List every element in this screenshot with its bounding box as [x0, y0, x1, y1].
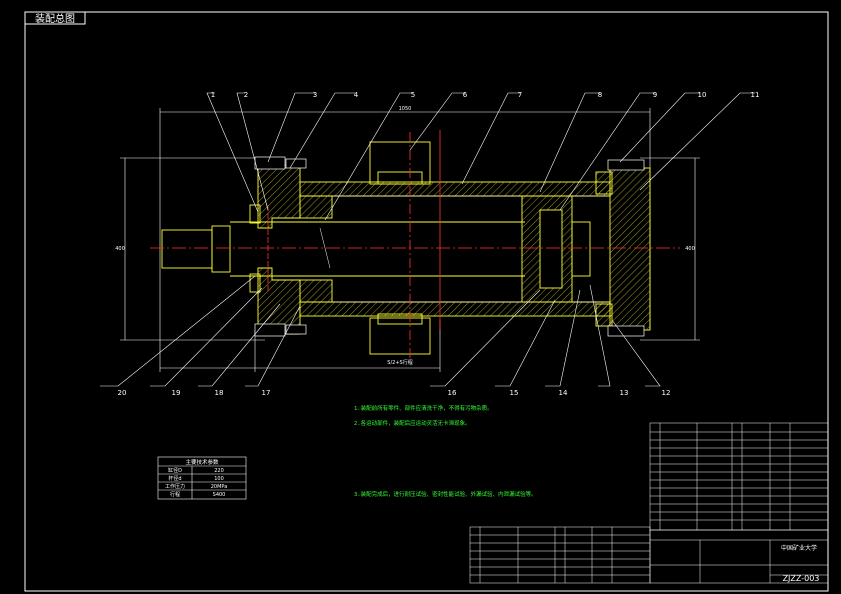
balloon-9: 9 [653, 91, 657, 99]
cap-end-head [595, 167, 651, 331]
note-1: 1.装配前所有零件、部件应清洗干净，不得有污物杂质。 [354, 404, 493, 412]
param-label: 缸径D [168, 467, 182, 474]
balloon-8: 8 [598, 91, 602, 99]
balloon-12: 12 [662, 389, 671, 397]
balloon-4: 4 [354, 91, 359, 99]
param-value: S400 [213, 492, 226, 498]
outer-frame [24, 11, 829, 592]
technical-notes: 1.装配前所有零件、部件应清洗干净，不得有污物杂质。 2.各运动部件，装配后应运… [354, 404, 537, 498]
balloon-1: 1 [211, 91, 215, 99]
title-tab: 装配总图 [35, 12, 75, 25]
title-tab-box [24, 11, 86, 25]
title-block [649, 529, 829, 584]
dim-right: 400 [685, 246, 695, 252]
bolts [254, 156, 645, 337]
piston [521, 195, 591, 303]
param-label: 行程 [170, 491, 180, 498]
balloon-2: 2 [244, 91, 248, 99]
param-value: 20MPa [211, 484, 228, 490]
leader-lines [100, 92, 755, 387]
centre-lines [150, 130, 680, 360]
balloon-19: 19 [172, 389, 181, 397]
balloons-top: 1 2 3 4 5 6 7 8 9 10 11 [211, 91, 760, 99]
note-3: 3.装配完成后，进行耐压试验、密封性能试验、外漏试验、内泄漏试验等。 [354, 490, 537, 498]
balloon-18: 18 [215, 389, 224, 397]
dim-stroke: S/2+S行程 [387, 359, 412, 366]
balloon-14: 14 [559, 389, 568, 397]
param-label: 工作压力 [165, 483, 185, 490]
balloon-6: 6 [463, 91, 468, 99]
param-value: 100 [214, 476, 224, 482]
balloon-16: 16 [448, 389, 457, 397]
balloon-20: 20 [118, 389, 127, 397]
balloon-7: 7 [518, 91, 522, 99]
piston-rod [161, 221, 525, 277]
balloon-15: 15 [510, 389, 519, 397]
param-value: 220 [214, 468, 224, 474]
balloon-3: 3 [313, 91, 317, 99]
bom-table-upper [649, 422, 829, 531]
param-table-title: 主要技术参数 [185, 458, 219, 466]
school-name: 中国矿业大学 [781, 544, 817, 552]
balloon-5: 5 [411, 91, 415, 99]
drawing-code: ZJZZ-003 [783, 574, 820, 583]
bom-table-lower [469, 526, 651, 584]
balloon-10: 10 [698, 91, 707, 99]
param-label: 杆径d [168, 475, 181, 482]
balloon-17: 17 [262, 389, 271, 397]
parameter-table: 主要技术参数 缸径D 220 杆径d 100 工作压力 20MPa 行程 S40… [157, 456, 247, 500]
dim-overall: 1050 [399, 106, 412, 112]
note-2: 2.各运动部件，装配后应运动灵活无卡滞现象。 [354, 419, 471, 427]
balloons-bottom: 20 19 18 17 16 15 14 13 12 [118, 389, 671, 397]
balloon-13: 13 [620, 389, 629, 397]
balloon-11: 11 [751, 91, 760, 99]
dim-left: 400 [115, 246, 125, 252]
